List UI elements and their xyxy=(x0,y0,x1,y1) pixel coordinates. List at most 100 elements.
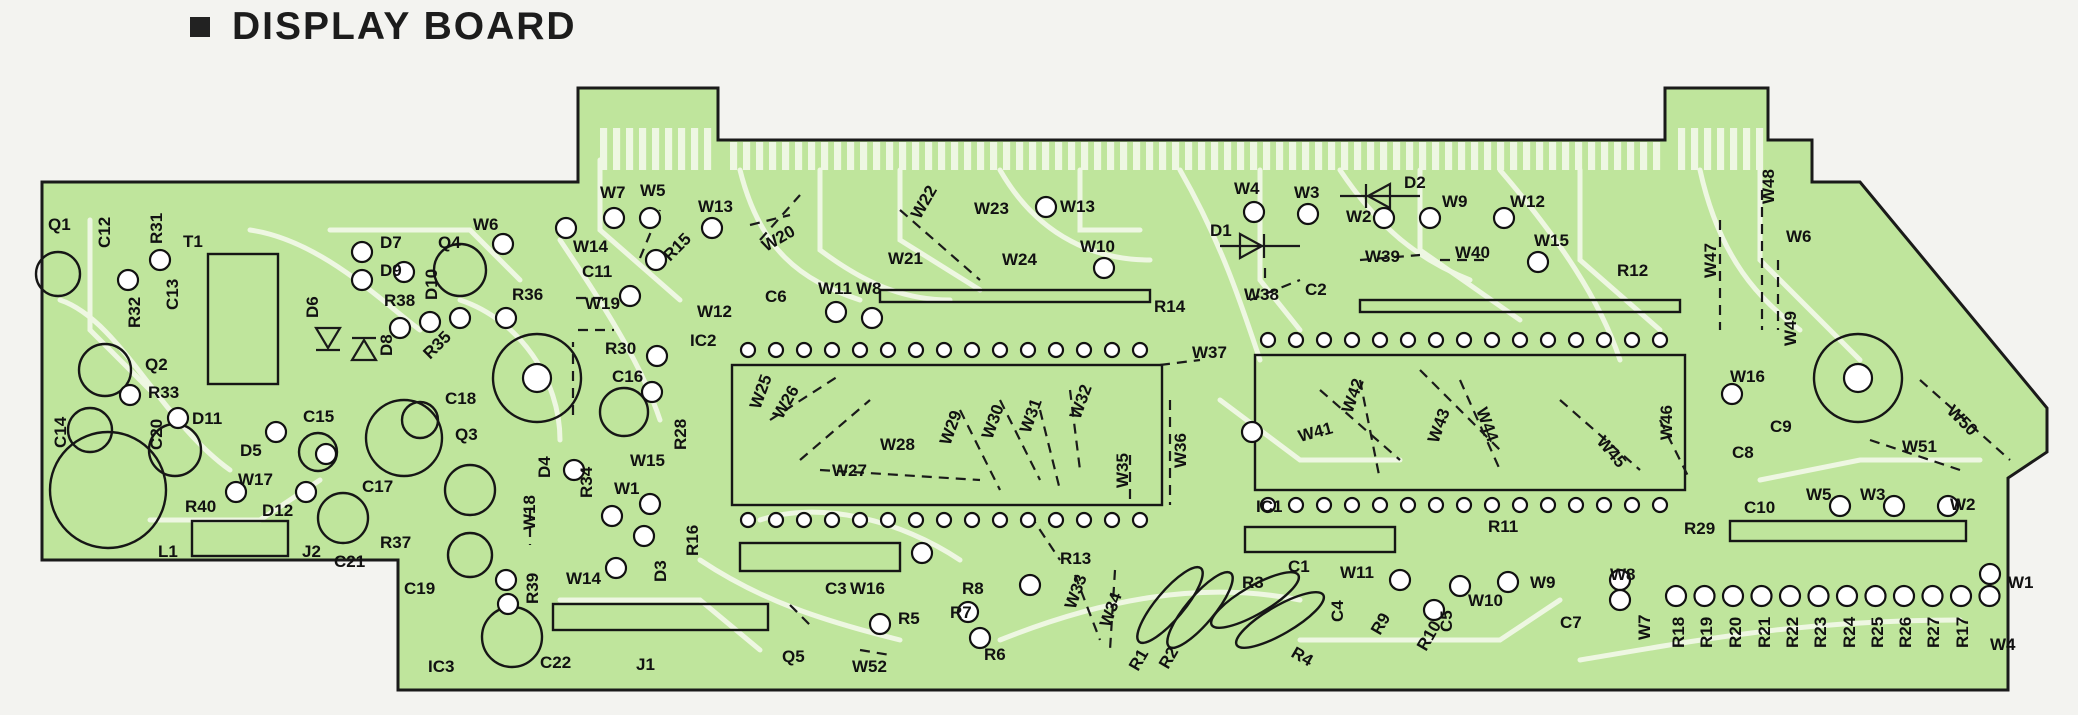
solder-pad xyxy=(350,268,374,292)
solder-pad xyxy=(968,626,992,650)
solder-pad xyxy=(1693,584,1716,608)
label-r13: R13 xyxy=(1060,549,1091,568)
ic-pin xyxy=(1343,496,1361,514)
connector-finger xyxy=(1146,142,1154,170)
connector-finger xyxy=(1328,142,1336,170)
ic-pin xyxy=(1483,496,1501,514)
ic-pin xyxy=(795,341,813,359)
ic-pin xyxy=(823,341,841,359)
connector-finger xyxy=(1756,128,1764,170)
r3-body xyxy=(1209,571,1301,629)
connector-finger xyxy=(1458,142,1466,170)
ic-pin xyxy=(991,341,1009,359)
connector-finger xyxy=(1341,142,1349,170)
label-d2: D2 xyxy=(1404,173,1426,192)
connector-finger xyxy=(1016,142,1024,170)
diode-symbols xyxy=(314,182,1420,362)
connector-finger xyxy=(860,142,868,170)
connector-finger xyxy=(1743,128,1751,170)
label-ic1: IC1 xyxy=(1256,497,1282,516)
solder-pad xyxy=(314,442,338,466)
solder-pad xyxy=(1388,568,1412,592)
label-c17: C17 xyxy=(362,477,393,496)
ic-pin xyxy=(1511,331,1529,349)
q4-body xyxy=(432,242,488,298)
ic-pin xyxy=(1103,511,1121,529)
label-c11: C11 xyxy=(582,262,612,281)
label-r31: R31 xyxy=(147,213,166,244)
solder-pad xyxy=(1720,382,1744,406)
connector-finger xyxy=(639,128,647,170)
solder-pad xyxy=(1949,584,1973,608)
label-r21: R21 xyxy=(1755,617,1774,648)
label-d9: D9 xyxy=(380,261,402,280)
solder-pad xyxy=(1418,206,1442,230)
label-w10-top: W10 xyxy=(1080,237,1115,256)
label-q4: Q4 xyxy=(438,233,461,252)
label-q1: Q1 xyxy=(48,215,71,234)
label-w38: W38 xyxy=(1244,285,1279,304)
solder-pad xyxy=(1978,584,2001,608)
page-heading: DISPLAY BOARD xyxy=(190,2,577,52)
ic-pin xyxy=(1019,511,1037,529)
q1-body xyxy=(34,250,82,298)
component-outlines xyxy=(34,242,1968,669)
connector-finger xyxy=(1717,128,1725,170)
ic-pin xyxy=(1651,331,1669,349)
connector-finger xyxy=(1094,142,1102,170)
ic-pin xyxy=(1047,511,1065,529)
connector-finger xyxy=(691,128,699,170)
solder-pad xyxy=(1448,574,1472,598)
page-title: DISPLAY BOARD xyxy=(232,5,577,48)
connector-finger xyxy=(1224,142,1232,170)
connector-finger xyxy=(1237,142,1245,170)
ic-pin xyxy=(851,511,869,529)
solder-pad xyxy=(494,306,518,330)
connector-finger xyxy=(847,142,855,170)
connector-finger xyxy=(1302,142,1310,170)
solder-pad xyxy=(294,480,318,504)
solder-pad xyxy=(1892,584,1916,608)
label-d8: D8 xyxy=(377,334,396,356)
solder-pad xyxy=(860,306,884,330)
label-r27: R27 xyxy=(1924,617,1943,648)
label-d6: D6 xyxy=(303,296,322,318)
solder-pad xyxy=(554,216,578,240)
label-r22: R22 xyxy=(1783,617,1802,648)
c18-body xyxy=(400,400,440,440)
solder-pad xyxy=(1242,200,1266,224)
label-c20: C20 xyxy=(147,419,166,450)
connector-finger xyxy=(1484,142,1492,170)
label-d1: D1 xyxy=(1210,221,1232,240)
solder-pad xyxy=(1978,562,2002,586)
c14-inner xyxy=(66,406,114,454)
connector-finger xyxy=(834,142,842,170)
label-r19: R19 xyxy=(1697,617,1716,648)
connector-finger xyxy=(1640,142,1648,170)
label-w4-top: W4 xyxy=(1234,179,1260,198)
solder-pad xyxy=(644,248,668,272)
solder-pad xyxy=(1936,494,1960,518)
label-r38: R38 xyxy=(384,291,415,310)
solder-pad xyxy=(494,568,518,592)
ic-pin xyxy=(1259,496,1277,514)
solder-pad xyxy=(910,541,934,565)
label-w5-right: W5 xyxy=(1806,485,1832,504)
label-c13: C13 xyxy=(163,279,182,310)
label-w13-top: W13 xyxy=(1060,197,1095,216)
ic-pin xyxy=(1623,496,1641,514)
solder-pad xyxy=(418,310,442,334)
ic-pin xyxy=(991,511,1009,529)
ic-pin xyxy=(795,511,813,529)
solder-pad xyxy=(1750,584,1773,608)
label-r7: R7 xyxy=(950,603,972,622)
connector-finger xyxy=(1575,142,1583,170)
label-w35: W35 xyxy=(1113,453,1132,488)
connector-finger xyxy=(743,142,751,170)
ic-pin xyxy=(1315,496,1333,514)
label-w3-right: W3 xyxy=(1860,485,1886,504)
ic-pin xyxy=(1623,331,1641,349)
label-w40: W40 xyxy=(1455,243,1490,262)
label-r40: R40 xyxy=(185,497,216,516)
diode-d6 xyxy=(314,326,342,352)
